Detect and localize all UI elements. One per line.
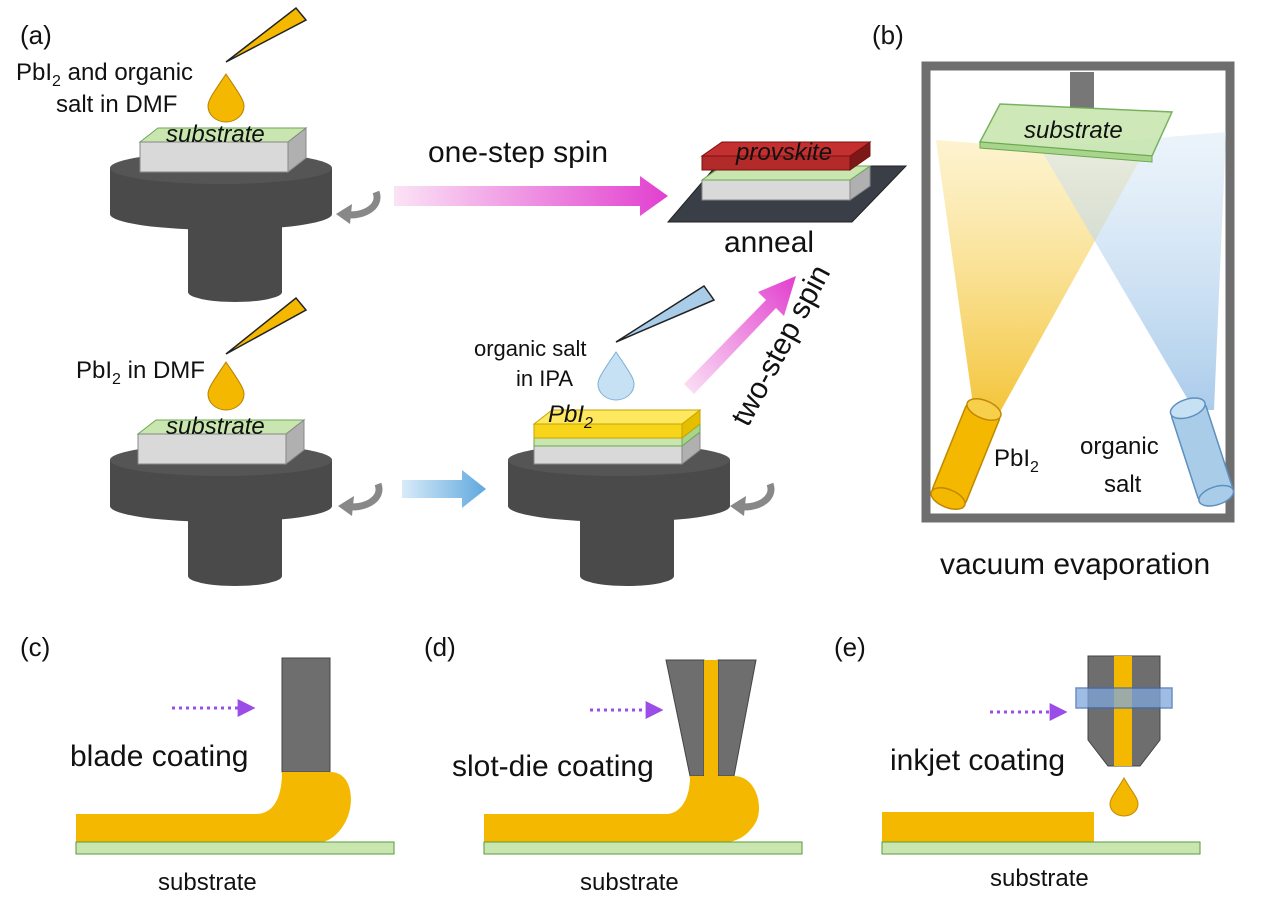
substrate-d: [483, 841, 803, 855]
panel-d-label: (d): [424, 632, 456, 662]
pbi2-stack: [532, 408, 702, 466]
two-step-arrow[interactable]: [684, 276, 796, 394]
substrate-label-bottom: substrate: [166, 413, 265, 440]
spin-chuck-bottom-left: [110, 444, 332, 586]
inkjet-head: [1075, 655, 1173, 767]
inkjet-droplet: [1109, 776, 1139, 817]
ipa-label-1: organic salt: [474, 336, 587, 361]
ink-film-c: [76, 772, 351, 842]
blade-coating-label: blade coating: [70, 740, 248, 773]
substrate-label-c: substrate: [158, 869, 257, 896]
pipette-ipa: [615, 284, 716, 343]
pipette-top: [225, 6, 308, 63]
panel-e-label: (e): [834, 632, 866, 662]
one-step-label: one-step spin: [428, 136, 608, 169]
droplet-top: [207, 73, 245, 123]
step-arrow-blue[interactable]: [402, 470, 486, 508]
panel-c-label: (c): [20, 632, 50, 662]
vacuum-evaporation-caption: vacuum evaporation: [940, 548, 1210, 581]
anneal-label: anneal: [724, 226, 814, 259]
rotation-arrowhead-top: [336, 204, 352, 224]
substrate-label-e: substrate: [990, 865, 1089, 892]
perovskite-label: provskite: [735, 139, 832, 166]
pbi2-source-crucible: [930, 398, 1002, 510]
pbi2-source-label: PbI2: [994, 445, 1039, 476]
one-step-arrow[interactable]: [394, 176, 668, 216]
evaporation-substrate: [978, 103, 1174, 163]
substrate-e: [881, 841, 1201, 855]
droplet-ipa: [597, 351, 635, 401]
perovskite-stack: [700, 141, 872, 201]
rotation-arrowhead-bottom-left: [338, 496, 354, 516]
ipa-label-2: in IPA: [516, 366, 573, 391]
ink-film-e: [882, 812, 1094, 842]
ink-film-d: [484, 776, 760, 842]
organic-salt-source-crucible: [1169, 397, 1235, 507]
pipette-bottom: [225, 296, 308, 355]
blue-vapor-beam: [1040, 132, 1226, 410]
substrate-stack-top: [138, 126, 308, 174]
substrate-c: [75, 841, 395, 855]
organic-salt-label-1: organic: [1080, 433, 1159, 460]
organic-salt-label-2: salt: [1104, 471, 1142, 498]
panel-a-label: (a): [20, 20, 52, 50]
blade: [281, 657, 331, 773]
substrate-stack-bottom-left: [136, 418, 306, 466]
panel-b-label: (b): [872, 20, 904, 50]
droplet-bottom: [207, 361, 245, 411]
pbi2-layer-label: PbI2: [548, 401, 593, 432]
rotation-arrowhead-bottom-middle: [730, 496, 746, 516]
inkjet-coating-label: inkjet coating: [890, 744, 1065, 777]
substrate-label-d: substrate: [580, 869, 679, 896]
evaporation-substrate-label: substrate: [1024, 117, 1123, 144]
slot-die-coating-label: slot-die coating: [452, 750, 654, 783]
slot-die-head: [665, 659, 757, 777]
substrate-label-top: substrate: [166, 121, 265, 148]
substrate-holder-rod: [1070, 72, 1094, 108]
top-solution-label-2: salt in DMF: [56, 91, 177, 118]
spin-chuck-top: [110, 152, 332, 302]
top-solution-label-1: PbI2 and organic: [16, 59, 193, 90]
bottom-solution-label: PbI2 in DMF: [76, 357, 205, 388]
spin-chuck-bottom-middle: [508, 444, 730, 586]
